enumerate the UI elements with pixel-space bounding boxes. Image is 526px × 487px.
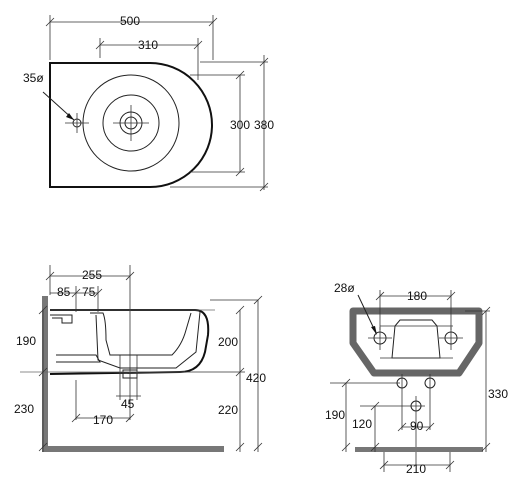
side-view: 255 85 75 190 230 200 420 220 45 [14,265,266,452]
side-offset-b-label: 75 [82,285,96,299]
front-view: 28ø 180 330 190 120 [325,281,508,476]
front-bowl-span-label: 180 [407,289,427,303]
front-base-width-label: 210 [406,462,426,476]
top-view: 35ø 500 310 300 380 [23,14,274,192]
side-view-outline [49,309,210,375]
top-depth-inner-label: 300 [230,118,250,132]
front-height-190-label: 190 [325,408,345,422]
side-drain-offset-label: 45 [121,397,135,411]
top-bowl-width-label: 310 [138,38,158,52]
top-width-label: 500 [120,14,140,28]
side-height-lower-label: 230 [14,402,34,416]
bowl-inner-circle [102,94,160,152]
top-view-outline [49,62,213,188]
wall [42,296,48,452]
front-spacing-90-label: 90 [410,419,424,433]
front-hole-diameter-label: 28ø [334,281,355,295]
side-length-label: 255 [82,268,102,282]
front-height-total-label: 330 [488,387,508,401]
side-rim-height-label: 200 [218,335,238,349]
top-depth-outer-label: 380 [254,118,274,132]
side-total-height-label: 420 [246,371,266,385]
side-height-upper-label: 190 [16,334,36,348]
side-offset-a-label: 85 [57,285,71,299]
side-drain-distance-label: 170 [93,413,113,427]
top-hole-diameter-label: 35ø [23,71,44,85]
side-floor-offset-label: 220 [218,403,238,417]
front-floor-plate [355,447,483,452]
front-height-120-label: 120 [352,417,372,431]
floor [42,446,224,452]
